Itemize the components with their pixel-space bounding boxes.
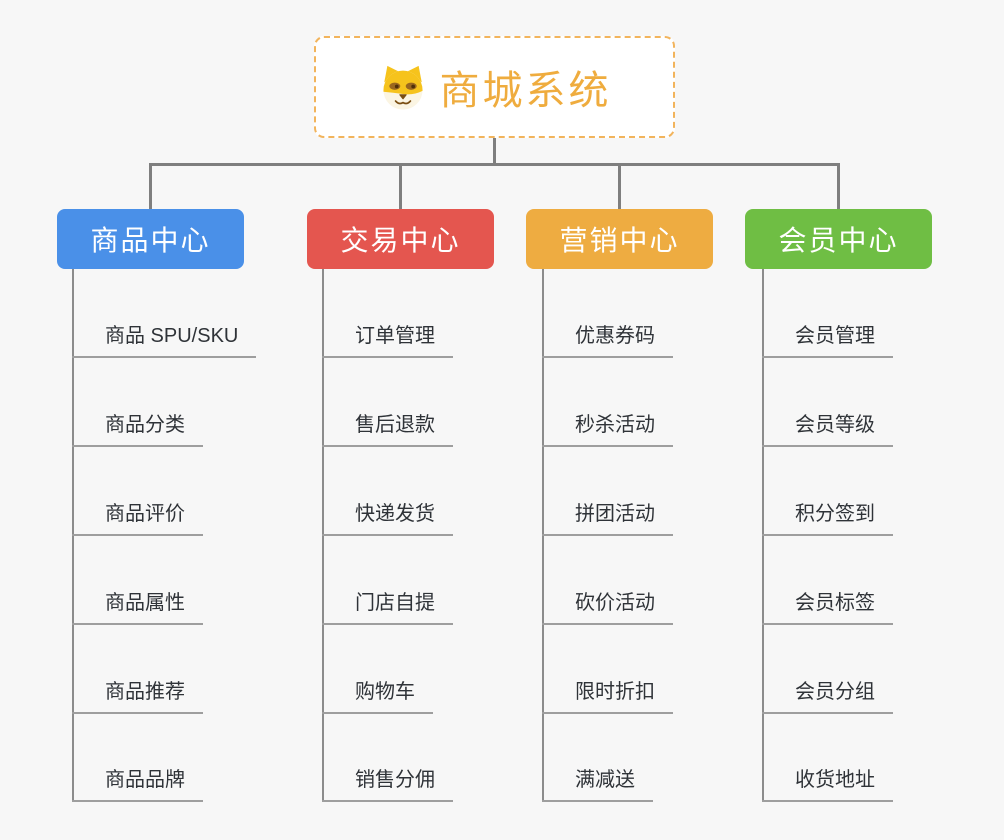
connector-branch-stub: [399, 166, 402, 209]
branch-label: 交易中心: [340, 225, 461, 256]
branch-label: 营销中心: [559, 225, 680, 256]
leaf-node[interactable]: 订单管理: [322, 320, 453, 358]
leaf-node[interactable]: 砍价活动: [542, 587, 673, 625]
dog-face-icon: [378, 62, 428, 112]
leaf-node[interactable]: 购物车: [322, 676, 433, 714]
leaf-node[interactable]: 快递发货: [322, 498, 453, 536]
root-node[interactable]: 商城系统: [314, 36, 675, 138]
connector-branch-stub: [618, 166, 621, 209]
leaf-node[interactable]: 拼团活动: [542, 498, 673, 536]
leaf-node[interactable]: 收货地址: [762, 764, 893, 802]
leaf-node[interactable]: 销售分佣: [322, 764, 453, 802]
leaf-node[interactable]: 会员分组: [762, 676, 893, 714]
connector-horizontal-bar: [149, 163, 840, 166]
connector-branch-stub: [837, 166, 840, 209]
connector-branch-stub: [149, 166, 152, 209]
branch-box-marketing-center[interactable]: 营销中心: [526, 209, 713, 269]
leaf-node[interactable]: 会员等级: [762, 409, 893, 447]
leaf-node[interactable]: 优惠券码: [542, 320, 673, 358]
leaf-node[interactable]: 会员管理: [762, 320, 893, 358]
root-title: 商城系统: [439, 69, 612, 113]
leaf-node[interactable]: 门店自提: [322, 587, 453, 625]
leaf-node[interactable]: 会员标签: [762, 587, 893, 625]
leaf-node[interactable]: 商品品牌: [72, 764, 203, 802]
branch-box-trade-center[interactable]: 交易中心: [307, 209, 494, 269]
leaf-node[interactable]: 限时折扣: [542, 676, 673, 714]
leaf-node[interactable]: 商品属性: [72, 587, 203, 625]
leaf-node[interactable]: 积分签到: [762, 498, 893, 536]
leaf-node[interactable]: 商品推荐: [72, 676, 203, 714]
branch-box-product-center[interactable]: 商品中心: [57, 209, 244, 269]
leaf-node[interactable]: 满减送: [542, 764, 653, 802]
leaf-node[interactable]: 商品 SPU/SKU: [72, 320, 257, 358]
branch-label: 商品中心: [90, 225, 211, 256]
leaf-node[interactable]: 商品评价: [72, 498, 203, 536]
leaf-node[interactable]: 秒杀活动: [542, 409, 673, 447]
leaf-node[interactable]: 商品分类: [72, 409, 203, 447]
branch-label: 会员中心: [778, 225, 899, 256]
leaf-node[interactable]: 售后退款: [322, 409, 453, 447]
connector-root-stub: [493, 138, 496, 163]
branch-box-member-center[interactable]: 会员中心: [745, 209, 932, 269]
